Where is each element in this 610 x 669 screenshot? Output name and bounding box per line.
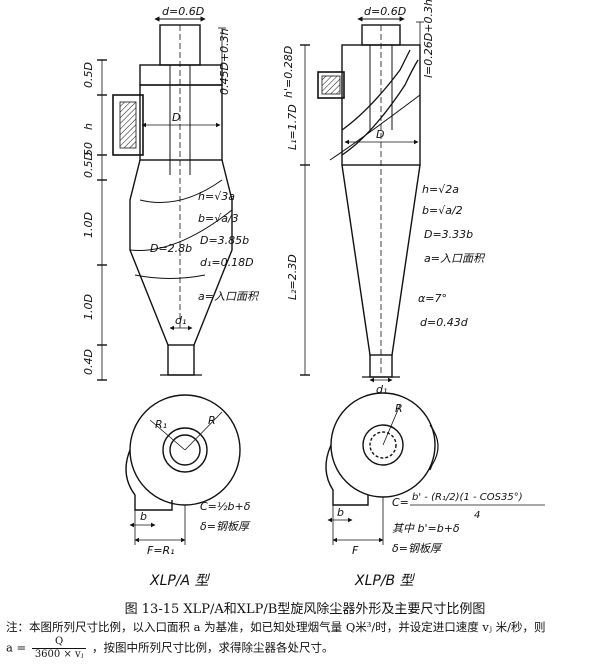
xlp-b-cone-formula-0: α=7°	[418, 292, 447, 305]
drawing-canvas: d=0.6D 0.45D+0.3h 0.5D h 0.5D 50 1.0D 1.…	[82, 0, 545, 589]
xlp-a-formula-2: D=3.85b	[200, 234, 249, 247]
note-eq-lhs: a =	[6, 640, 27, 655]
xlp-a-dim-2: 0.5D	[82, 152, 95, 178]
xlp-b-plan-formula-4: δ=钢板厚	[392, 542, 443, 555]
xlp-a-top-dim: d=0.6D	[162, 5, 204, 18]
xlp-b-plan-labels: R b F C= b' - (R₁/2)(1 - COS35°) 4 其中 b'…	[337, 402, 545, 589]
xlp-b-plan-formula-3: 其中 b'=b+δ	[392, 522, 460, 535]
xlp-a-plan-r: R	[208, 414, 216, 427]
note-frac-num: Q	[31, 636, 87, 649]
xlp-a-plan-formula-1: δ=钢板厚	[200, 520, 251, 533]
xlp-a-inner-label: D=2.8b	[150, 242, 192, 255]
xlp-a-dim-1: h	[82, 123, 95, 130]
xlp-b-formula-0: h=√2a	[422, 183, 459, 196]
xlp-a-model-label: XLP/A 型	[149, 573, 211, 589]
xlp-a-formula-3: d₁=0.18D	[200, 256, 254, 269]
xlp-b-outlet-label: d₁	[376, 383, 387, 396]
xlp-b-formula-3: a=入口面积	[424, 252, 486, 265]
xlp-b-plan-formula-0: C=	[392, 496, 409, 509]
xlp-a-outlet-label: d₁	[175, 314, 186, 327]
xlp-b-body-label: D	[376, 128, 384, 141]
xlp-b-l2-label: L₂=2.3D	[286, 254, 299, 300]
xlp-b-elevation	[300, 16, 424, 383]
xlp-a-plan-b: b	[140, 510, 147, 523]
xlp-a-dim-5: 1.0D	[82, 294, 95, 320]
xlp-a-dim-0: 0.5D	[82, 62, 95, 88]
xlp-a-dust-outlet	[167, 344, 195, 376]
xlp-a-formula-1: b=√a/3	[198, 212, 239, 225]
xlp-a-dim-4: 1.0D	[82, 212, 95, 238]
figure-note: 注：本图所列尺寸比例，以入口面积 a 为基准，如已知处理烟气量 Q米³/时，并设…	[6, 619, 606, 661]
xlp-b-h-dim: h'=0.28D	[282, 46, 295, 98]
note-suffix: ，按图中所列尺寸比例，求得除尘器各处尺寸。	[91, 640, 334, 655]
xlp-b-formula-1: b=√a/2	[422, 204, 463, 217]
xlp-b-plan-f: F	[352, 544, 359, 557]
xlp-a-plan	[125, 394, 241, 545]
xlp-b-formula-2: D=3.33b	[424, 228, 473, 241]
note-prefix: 注：本图所列尺寸比例，以入口面积 a 为基准，如已知处理烟气量 Q米³/时，并设…	[6, 620, 546, 634]
xlp-b-cone-formula-1: d=0.43d	[420, 316, 469, 329]
note-frac-den: 3600 × vⱼ	[34, 649, 84, 660]
xlp-b-plan-r: R	[395, 402, 403, 415]
figure-caption: 图 13-15 XLP/A和XLP/B型旋风除尘器外形及主要尺寸比例图	[124, 602, 486, 617]
xlp-a-dim-6: 0.4D	[82, 349, 95, 375]
xlp-a-dim-3: 50	[82, 142, 95, 156]
xlp-a-side-dim: 0.45D+0.3h	[218, 28, 231, 95]
xlp-a-cylinder	[139, 84, 223, 161]
xlp-a-labels: d=0.6D 0.45D+0.3h 0.5D h 0.5D 50 1.0D 1.…	[82, 5, 260, 375]
xlp-a-plan-labels: R R₁ b F=R₁ C=½b+δ δ=钢板厚 XLP/A 型	[140, 414, 251, 589]
xlp-b-plan-formula-2: 4	[474, 510, 480, 521]
xlp-a-formula-4: a=入口面积	[198, 290, 260, 303]
note-fraction: Q 3600 × vⱼ	[31, 636, 87, 661]
xlp-b-plan-b: b	[337, 506, 344, 519]
xlp-b-model-label: XLP/B 型	[354, 573, 416, 589]
xlp-a-top-cap	[139, 64, 223, 86]
xlp-b-top-dim: d=0.6D	[364, 5, 406, 18]
xlp-a-formula-0: h=√3a	[198, 190, 235, 203]
xlp-b-side-dim: l=0.26D+0.3h	[422, 0, 435, 78]
xlp-b-labels: d=0.6D l=0.26D+0.3h h'=0.28D L₁=1.7D L₂=…	[282, 0, 486, 396]
xlp-b-inlet	[317, 71, 345, 99]
xlp-a-body-label: D	[172, 111, 180, 124]
xlp-a-plan-r1: R₁	[155, 418, 167, 431]
xlp-b-plan-formula-1: b' - (R₁/2)(1 - COS35°)	[412, 492, 523, 503]
xlp-a-elevation	[97, 16, 233, 381]
xlp-b-l1-label: L₁=1.7D	[286, 104, 299, 150]
xlp-a-plan-f: F=R₁	[147, 544, 175, 557]
xlp-a-plan-formula-0: C=½b+δ	[200, 500, 251, 513]
xlp-b-plan	[325, 392, 439, 545]
